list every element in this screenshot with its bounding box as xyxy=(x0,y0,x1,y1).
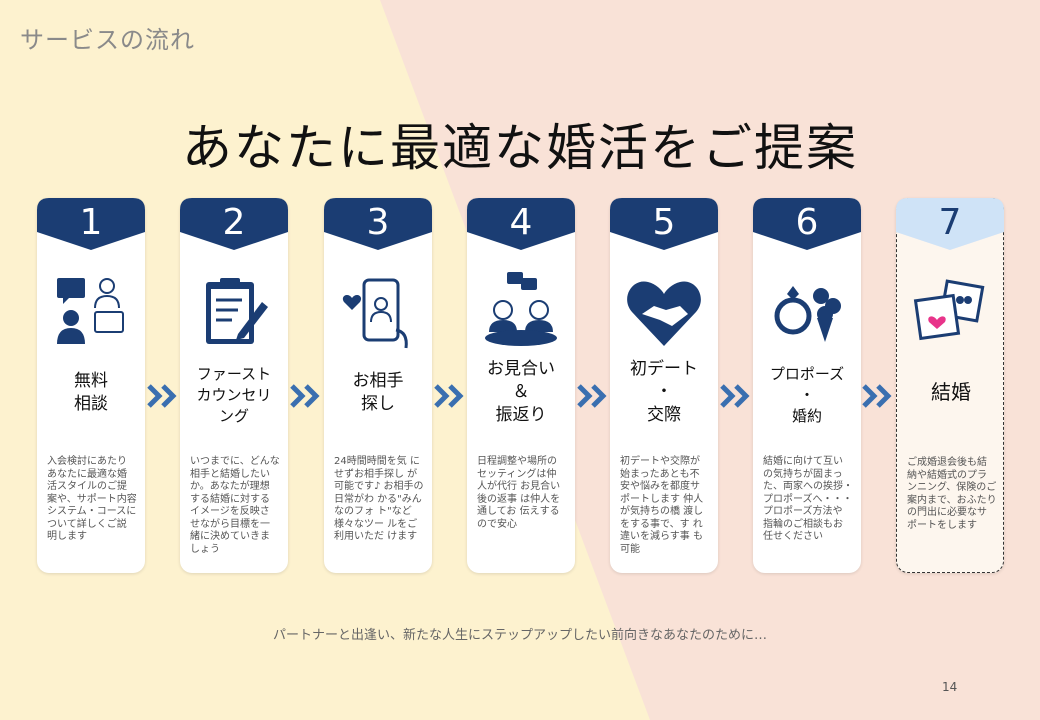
page-title: あなたに最適な婚活をご提案 xyxy=(182,119,858,177)
step-tab xyxy=(753,198,861,250)
step-card-7: 7 結婚 ご成婚退会後も結 納や結婚式のプラ ンニング、保険のご 案内まで、おふ… xyxy=(896,198,1004,573)
chevron-right-icon xyxy=(434,384,464,408)
chevron-right-icon xyxy=(147,384,177,408)
step-number: 4 xyxy=(509,202,533,243)
chevron-right-icon xyxy=(577,384,607,408)
step-number: 6 xyxy=(795,202,819,243)
step-description: 入会検討にあたり あなたに最適な婚 活スタイルのご提 案や、サポート内容 システ… xyxy=(47,456,137,542)
section-label: サービスの流れ xyxy=(20,26,195,54)
meeting-icon xyxy=(485,272,557,346)
consultation-icon xyxy=(57,278,124,344)
step-title: 無料相談 xyxy=(74,371,108,414)
step-card-1: 1 無料相談 入会検討にあたり あなたに最適な婚 活スタイルのご提 案や、サポー… xyxy=(37,198,145,573)
step-tab xyxy=(324,198,432,250)
chevron-right-icon xyxy=(720,384,750,408)
step-description: ご成婚退会後も結 納や結婚式のプラ ンニング、保険のご 案内まで、おふたり の門… xyxy=(907,457,997,531)
step-tab xyxy=(37,198,145,250)
step-title: 初デート・交際 xyxy=(630,359,698,425)
step-card-4: 4 お見合い＆振返り 日程調整や場所の セッティングは仲 人が代行 お見合い後の… xyxy=(467,198,575,573)
step-description: 24時間時間を気 にせずお相手探し が可能です♪ お相手の日常がわ かる"みんな… xyxy=(334,456,424,542)
page-number: 14 xyxy=(942,680,958,694)
step-description: 初デートや交際が 始まったあとも不 安や悩みを都度サ ポートします 仲人が気持ち… xyxy=(620,456,704,555)
step-description: 結婚に向けて互い の気持ちが固まっ た、両家への挨拶・ プロポーズへ・・・ プロ… xyxy=(763,456,853,542)
step-card-5: 5 初デート・交際 初デートや交際が 始まったあとも不 安や悩みを都度サ ポート… xyxy=(610,198,718,573)
step-number: 3 xyxy=(366,202,390,243)
smartphone-search-icon xyxy=(342,278,408,349)
step-title: プロポーズ・婚約 xyxy=(769,365,845,425)
step-description: いつまでに、どんな 相手と結婚したい か。あなたが理想 する結婚に対する イメー… xyxy=(190,456,280,555)
step-title: ファーストカウンセリング xyxy=(196,365,272,425)
step-number: 1 xyxy=(79,202,103,243)
step-card-3: 3 お相手探し 24時間時間を気 にせずお相手探し が可能です♪ お相手の日常が… xyxy=(324,198,432,573)
step-title: お相手探し xyxy=(352,371,404,414)
photo-frames-icon xyxy=(913,279,985,341)
step-card-2: 2 ファーストカウンセリング いつまでに、どんな 相手と結婚したい か。あなたが… xyxy=(180,198,288,573)
step-tab xyxy=(180,198,288,250)
step-title: 結婚 xyxy=(931,380,971,404)
step-description: 日程調整や場所の セッティングは仲 人が代行 お見合い後の返事 は仲人を通してお… xyxy=(477,456,561,530)
footer-note: パートナーと出逢い、新たな人生にステップアップしたい前向きなあなたのために… xyxy=(272,628,767,643)
ring-bouquet-icon xyxy=(774,286,841,342)
step-card-6: 6 プロポーズ・婚約 結婚に向けて互い の気持ちが固まっ た、両家への挨拶・ プ… xyxy=(753,198,861,573)
step-number: 7 xyxy=(938,202,962,243)
chevron-right-icon xyxy=(290,384,320,408)
step-title: お見合い＆振返り xyxy=(487,359,555,425)
step-tab xyxy=(467,198,575,250)
chevron-right-icon xyxy=(862,384,892,408)
clipboard-icon xyxy=(206,278,268,344)
step-tab xyxy=(896,198,1004,250)
step-number: 5 xyxy=(652,202,676,243)
step-number: 2 xyxy=(222,202,246,243)
heart-handshake-icon xyxy=(627,281,701,346)
step-tab xyxy=(610,198,718,250)
